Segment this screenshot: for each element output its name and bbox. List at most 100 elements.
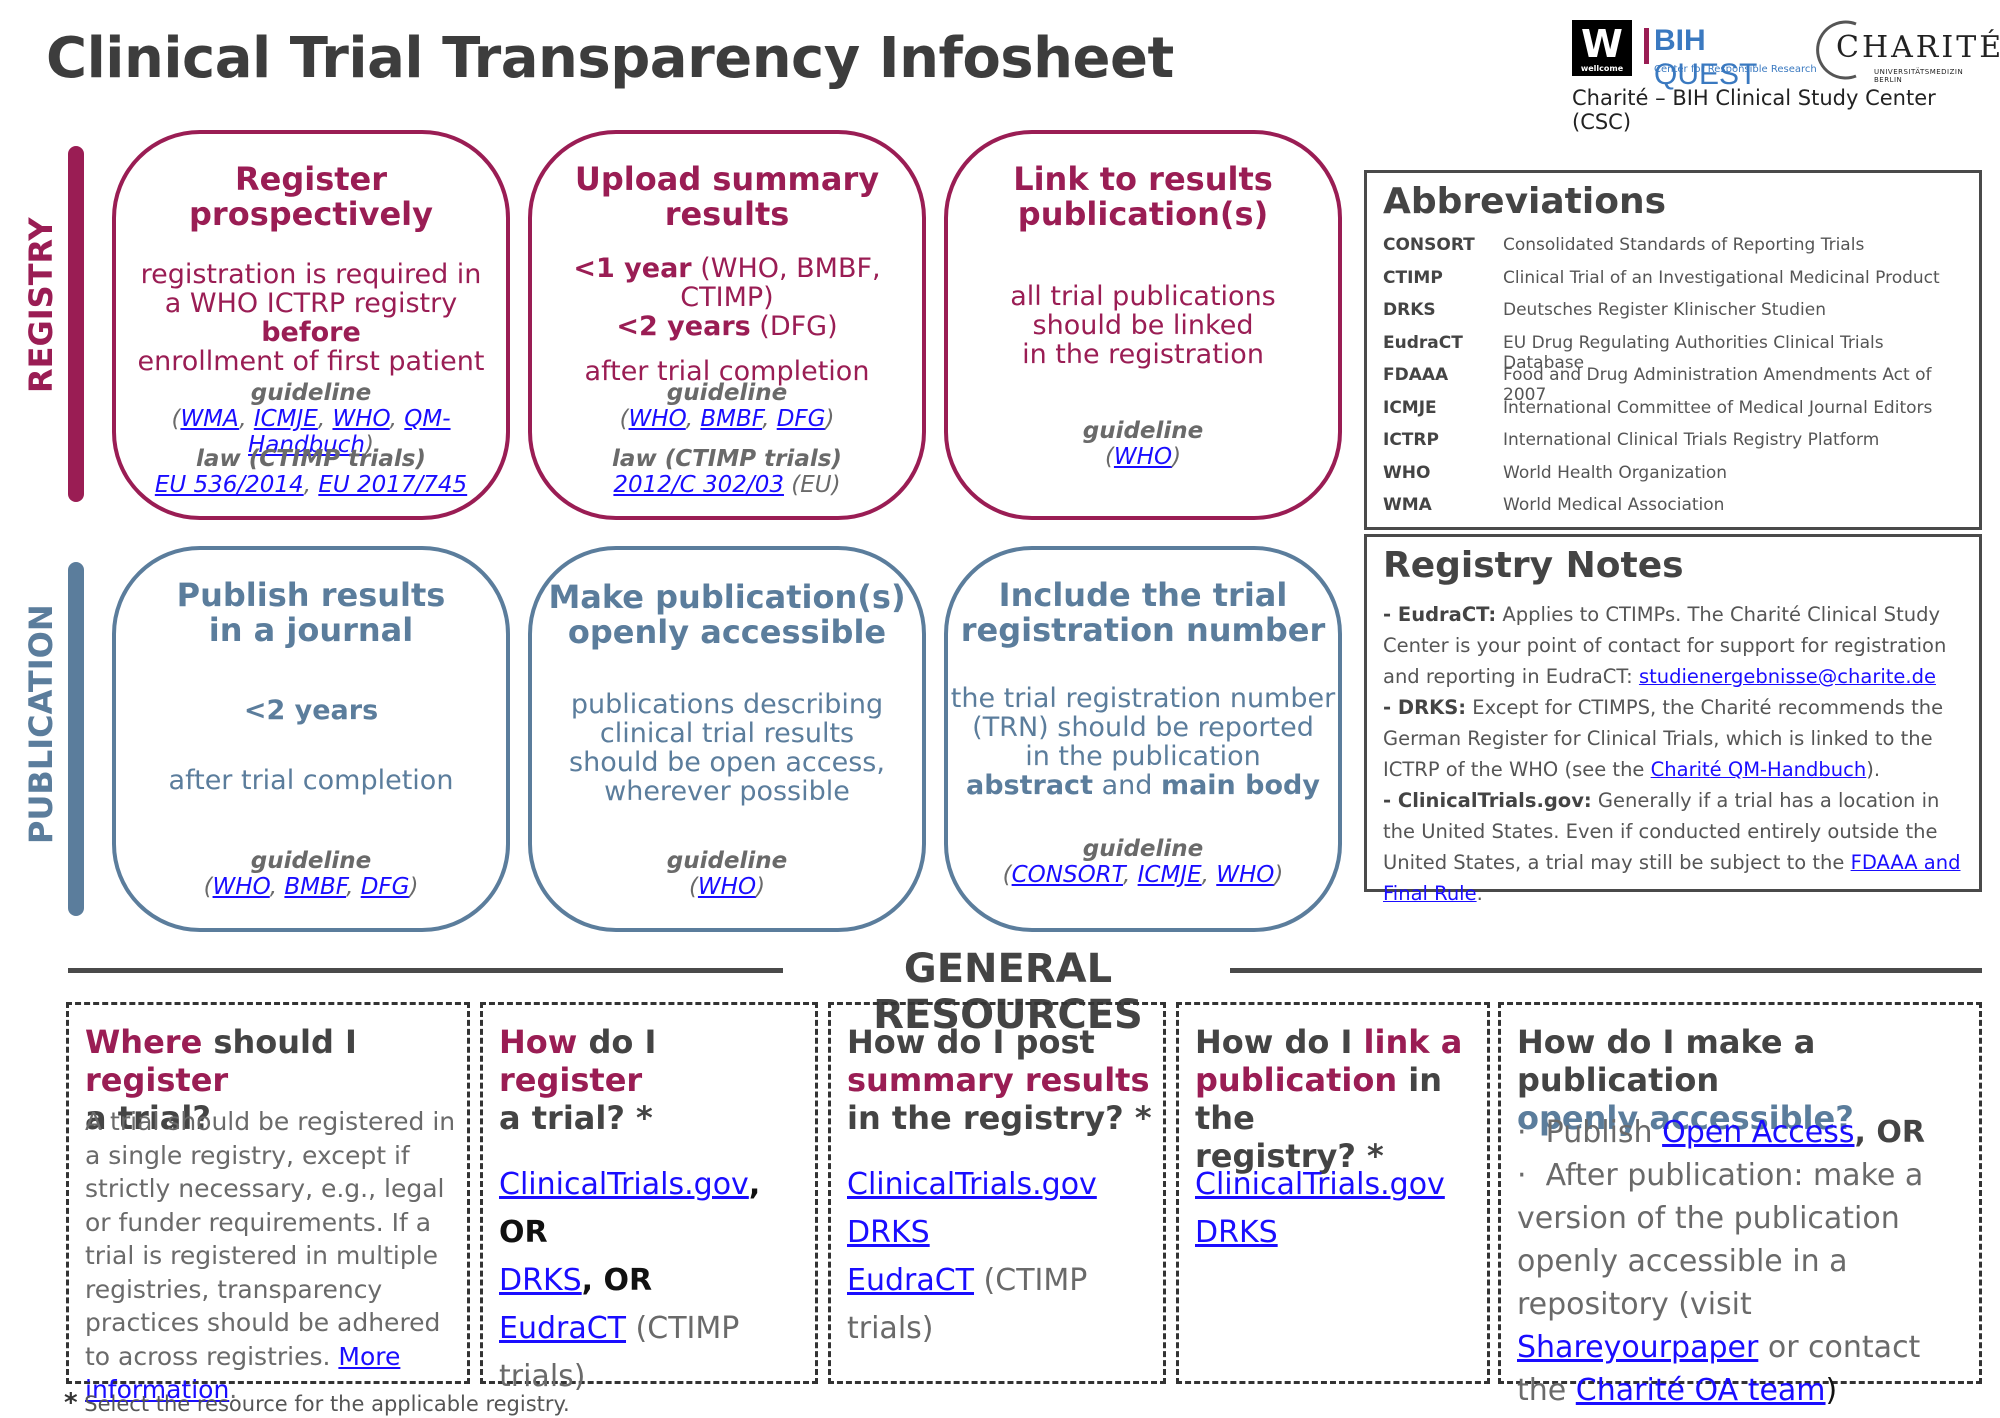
card-body: <1 year (WHO, BMBF, CTIMP) <2 years (DFG… (573, 253, 881, 387)
charite-c-arc-icon (1816, 20, 1857, 80)
charite-logo: CHARITÉ UNIVERSITÄTSMEDIZIN BERLIN (1812, 18, 2000, 84)
resource-links: ClinicalTrials.gov, OR DRKS, OR EudraCT … (499, 1167, 761, 1394)
link-eudract[interactable]: EudraCT (499, 1311, 627, 1346)
link-eudract[interactable]: EudraCT (847, 1263, 975, 1298)
page-title: Clinical Trial Transparency Infosheet (46, 26, 1174, 91)
resources-divider-left (68, 968, 783, 973)
link-eu-536-2014[interactable]: EU 536/2014 (154, 472, 304, 498)
oa-bullet-1: · Publish Open Access, OR (1517, 1115, 1925, 1150)
link-charite-qm-handbuch[interactable]: Charité QM-Handbuch (1650, 758, 1867, 781)
resource-body: A trial should be registered in a single… (85, 1107, 456, 1405)
charite-logo-sub: UNIVERSITÄTSMEDIZIN BERLIN (1874, 68, 1964, 84)
link-icmje[interactable]: ICMJE (1137, 862, 1202, 888)
link-wma[interactable]: WMA (180, 406, 240, 432)
link-drks[interactable]: DRKS (1195, 1215, 1278, 1250)
link-icmje[interactable]: ICMJE (253, 406, 318, 432)
link-clinicaltrials-gov[interactable]: ClinicalTrials.gov (499, 1167, 749, 1202)
link-clinicaltrials-gov[interactable]: ClinicalTrials.gov (1195, 1167, 1445, 1202)
bullet-dot-icon: · (1517, 1158, 1527, 1193)
card-body: registration is required in a WHO ICTRP … (137, 259, 485, 377)
card-make-publications-open: Make publication(s)openly accessible pub… (528, 546, 926, 932)
link-bmbf[interactable]: BMBF (284, 874, 347, 900)
link-drks[interactable]: DRKS (499, 1263, 582, 1298)
card-body: all trial publications should be linked … (1010, 281, 1276, 370)
link-more-information[interactable]: More information (85, 1341, 401, 1405)
card-after: after trial completion (168, 765, 454, 796)
registry-notes-body: - EudraCT: Applies to CTIMPs. The Charit… (1383, 603, 1961, 905)
link-who[interactable]: WHO (1216, 862, 1275, 888)
resource-links: ClinicalTrials.gov DRKS EudraCT (CTIMP t… (847, 1167, 1097, 1346)
oa-bullet-2: · After publication: make a version of t… (1517, 1158, 1924, 1408)
link-shareyourpaper[interactable]: Shareyourpaper (1517, 1330, 1759, 1365)
publication-side-label: PUBLICATION (22, 604, 60, 844)
footnote: * Select the resource for the applicable… (64, 1388, 570, 1418)
resource-links: ClinicalTrials.gov DRKS (1195, 1161, 1477, 1257)
registry-notes-heading: Registry Notes (1383, 545, 1684, 586)
wellcome-text: wellcome (1580, 64, 1624, 73)
card-body: publications describing clinical trial r… (569, 689, 885, 807)
link-studienergebnisse-email[interactable]: studienergebnisse@charite.de (1638, 665, 1936, 688)
wellcome-mark: W (1581, 22, 1623, 66)
link-who[interactable]: WHO (212, 874, 270, 900)
card-years: <2 years (243, 695, 379, 726)
link-open-access[interactable]: Open Access (1662, 1115, 1855, 1150)
link-who[interactable]: WHO (1113, 444, 1173, 470)
link-dfg[interactable]: DFG (360, 874, 410, 900)
abbreviations-heading: Abbreviations (1383, 181, 1667, 222)
card-law: law (CTIMP trials) EU 536/2014, EU 2017/… (154, 446, 468, 498)
bih-logo-name: BIH QUEST (1654, 24, 1758, 91)
link-drks[interactable]: DRKS (847, 1215, 930, 1250)
card-body: the trial registration number (TRN) shou… (950, 683, 1336, 801)
link-2012-c-302-03[interactable]: 2012/C 302/03 (613, 472, 784, 498)
card-title: Make publication(s)openly accessible (548, 578, 906, 651)
bih-quest-logo: BIH QUEST Center for Responsible Researc… (1644, 22, 1817, 91)
resources-heading: GENERAL RESOURCES (873, 946, 1143, 1038)
resources-divider-right (1230, 968, 1982, 973)
link-dfg[interactable]: DFG (776, 406, 826, 432)
link-who[interactable]: WHO (332, 406, 390, 432)
link-who[interactable]: WHO (628, 406, 686, 432)
registry-side-label: REGISTRY (22, 217, 60, 393)
link-consort[interactable]: CONSORT (1011, 862, 1123, 888)
bih-logo-bar (1644, 28, 1649, 64)
footnote-star: * (64, 1388, 78, 1418)
link-clinicaltrials-gov[interactable]: ClinicalTrials.gov (847, 1167, 1097, 1202)
registry-side-bar (68, 146, 84, 502)
card-guideline: guideline (WHO, BMBF, DFG) (619, 380, 835, 432)
link-bmbf[interactable]: BMBF (700, 406, 763, 432)
link-who[interactable]: WHO (697, 874, 757, 900)
resource-body: · Publish Open Access, OR · After public… (1517, 1111, 1971, 1412)
link-fdaaa-final-rule[interactable]: FDAAA and Final Rule (1383, 851, 1961, 905)
link-eu-2017-745[interactable]: EU 2017/745 (318, 472, 468, 498)
link-charite-oa-team[interactable]: Charité OA team (1575, 1373, 1826, 1408)
registry-notes-box: Registry Notes - EudraCT: Applies to CTI… (1364, 534, 1982, 905)
card-law: law (CTIMP trials) 2012/C 302/03 (EU) (612, 446, 842, 498)
link-qm-handbuch[interactable]: QM-Handbuch (248, 406, 451, 458)
charite-logo-name: CHARITÉ (1836, 30, 2000, 65)
footnote-text: Select the resource for the applicable r… (77, 1392, 570, 1416)
